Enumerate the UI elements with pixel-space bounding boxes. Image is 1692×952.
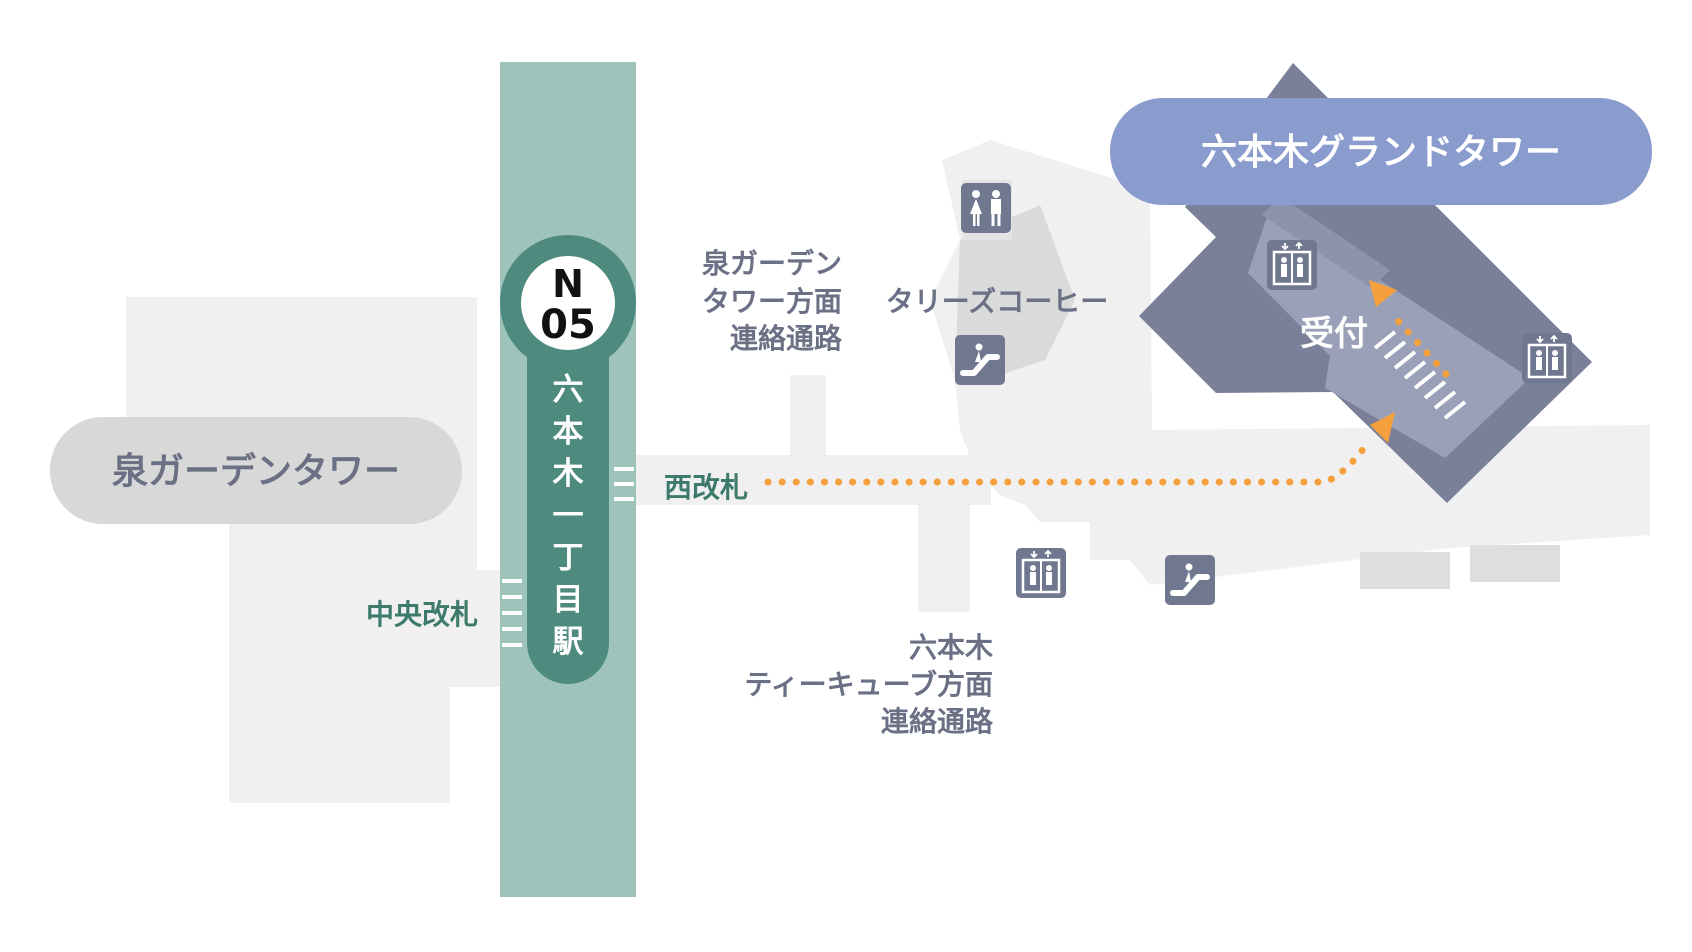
- west-gate-marks: [614, 467, 634, 501]
- elevator-icon: [1265, 238, 1319, 292]
- central-gate-label: 中央改札: [366, 598, 478, 631]
- reception-label: 受付: [1300, 314, 1368, 354]
- escalator-icon: [955, 335, 1005, 385]
- grand-tower-corridor: [1262, 196, 1390, 288]
- central-gate-marks: [502, 579, 522, 647]
- station-name-char: 駅: [553, 624, 584, 660]
- restroom-icon: [961, 183, 1011, 233]
- station-code-badge: [521, 256, 615, 350]
- station-name-char: 目: [553, 582, 584, 618]
- passage-line: ティーキューブ方面: [744, 668, 993, 701]
- route-arrow-head: [1370, 412, 1395, 443]
- grand-tower-pill: [1110, 98, 1652, 205]
- station-code-letter: N: [552, 262, 584, 306]
- west-gate-label: 西改札: [664, 471, 748, 504]
- passage-line: 泉ガーデン: [702, 247, 842, 280]
- passage-line: 六本木: [909, 631, 993, 664]
- route-path-inner: [1386, 308, 1450, 378]
- annex-block-2: [1470, 545, 1560, 582]
- izumi-passage-label: 泉ガーデン タワー方面 連絡通路: [702, 247, 843, 355]
- elevator-icon: [1014, 546, 1068, 600]
- station-code-number: 05: [540, 302, 596, 348]
- station-name-char: 六: [553, 372, 584, 408]
- station-name-char: 丁: [553, 540, 584, 576]
- concourse: [636, 455, 991, 505]
- passage-line: 連絡通路: [881, 705, 994, 738]
- izumi-garden-tower-pill: [50, 417, 462, 524]
- tcube-passage-connector: [918, 500, 970, 612]
- annex-block-1: [1360, 552, 1450, 589]
- izumi-garden-tower-label: 泉ガーデンタワー: [112, 450, 400, 492]
- station-name-char: 木: [552, 456, 584, 492]
- cafe-label: タリーズコーヒー: [886, 285, 1109, 318]
- station-name: 六 本 木 一 丁 目 駅: [552, 372, 584, 660]
- grand-tower-label: 六本木グランドタワー: [1201, 132, 1561, 173]
- passage-line: 連絡通路: [730, 322, 843, 355]
- route-arrow-head-inner: [1369, 280, 1397, 307]
- route-path: [764, 436, 1374, 486]
- izumi-garden-block: [126, 297, 500, 803]
- crosswalk: [1373, 330, 1467, 420]
- elevator-icon: [1520, 331, 1574, 385]
- izumi-passage-connector: [790, 375, 826, 455]
- station-name-char: 一: [553, 498, 584, 534]
- station-name-char: 本: [553, 414, 584, 450]
- escalator-icon: [1165, 555, 1215, 605]
- tcube-passage-label: 六本木 ティーキューブ方面 連絡通路: [744, 631, 994, 738]
- grand-tower-lobby: [1248, 208, 1530, 458]
- station-line-bar: [527, 312, 609, 684]
- passage-line: タワー方面: [702, 285, 842, 318]
